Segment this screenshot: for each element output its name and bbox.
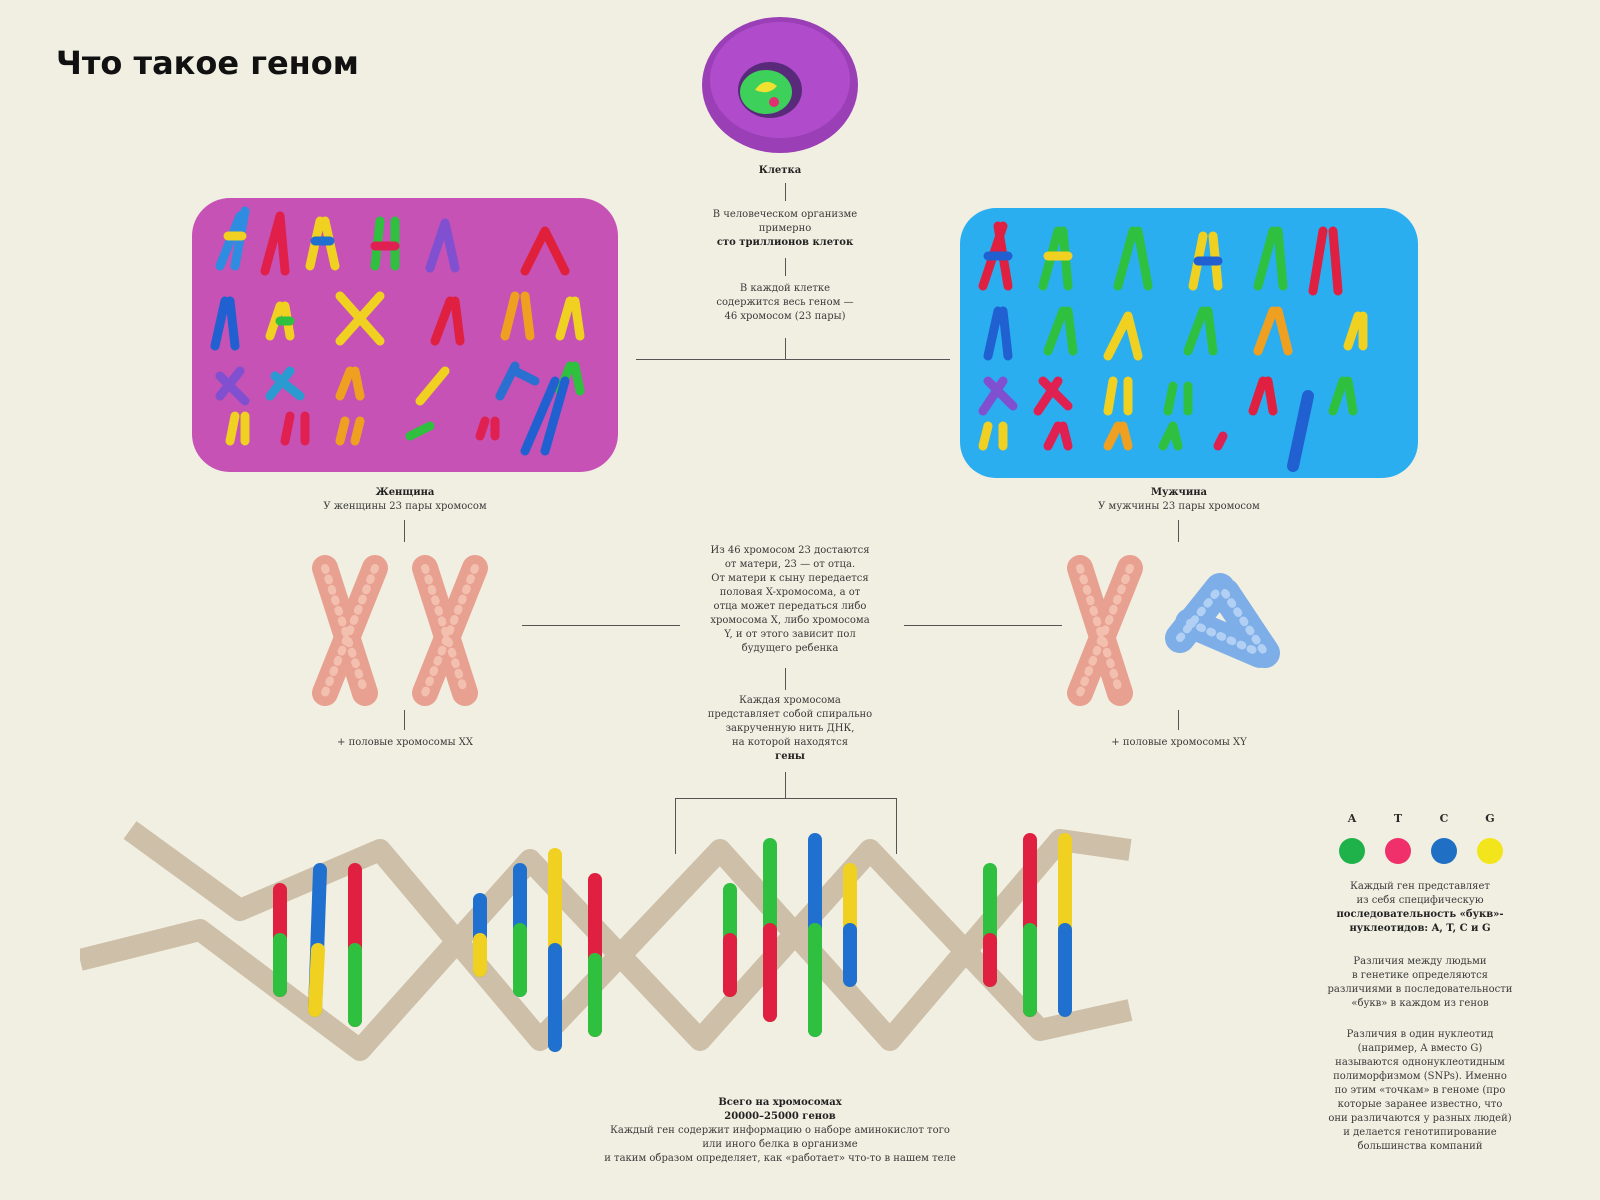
- inheritance-caption: Из 46 хромосом 23 достаются от матери, 2…: [710, 545, 870, 654]
- man-sex-chromosomes: + половые хромосомы XY: [1111, 737, 1247, 748]
- connector-line: [785, 668, 786, 690]
- legend-dot-g: [1477, 838, 1503, 864]
- legend-differences-caption: Различия между людьми в генетике определ…: [1327, 956, 1513, 1009]
- cell-illustration: [702, 17, 858, 153]
- page-title: Что такое геном: [56, 44, 359, 82]
- genes-total-caption: Всего на хромосомах 20000–25000 генов Ка…: [604, 1097, 956, 1164]
- legend-dot-t: [1385, 838, 1411, 864]
- cell-label: Клетка: [758, 165, 802, 176]
- chromosome-caption: Каждая хромосома представляет собой спир…: [707, 695, 873, 762]
- legend-nucleotides-caption: Каждый ген представляет из себя специфич…: [1336, 881, 1504, 934]
- legend-letter-c: C: [1439, 812, 1449, 825]
- woman-caption: Женщина У женщины 23 пары хромосом: [323, 487, 487, 512]
- cell-count-caption: В человеческом организме примерно сто тр…: [712, 209, 858, 248]
- cell-contains-caption: В каждой клетке содержится весь геном — …: [716, 283, 854, 322]
- legend-snp-caption: Различия в один нуклеотид (например, A в…: [1328, 1029, 1512, 1152]
- connector-line: [675, 798, 676, 854]
- man-karyotype-panel: [960, 208, 1418, 478]
- legend-dot-c: [1431, 838, 1457, 864]
- legend-letter-a: A: [1347, 812, 1357, 825]
- connector-line: [785, 258, 786, 276]
- connector-line: [636, 359, 950, 360]
- legend-letter-g: G: [1485, 812, 1495, 825]
- connector-line: [785, 772, 786, 798]
- dna-helix-illustration: [80, 821, 1133, 1061]
- man-caption: Мужчина У мужчины 23 пары хромосом: [1098, 487, 1260, 512]
- connector-line: [785, 183, 786, 201]
- woman-xx-chromosomes: [312, 555, 488, 706]
- connector-line: [1178, 710, 1179, 730]
- connector-line: [904, 625, 1062, 626]
- connector-line: [785, 338, 786, 360]
- connector-line: [522, 625, 680, 626]
- connector-line: [404, 710, 405, 730]
- man-xy-chromosomes: [1067, 555, 1280, 706]
- legend-dot-a: [1339, 838, 1365, 864]
- connector-line: [896, 798, 897, 854]
- legend-letter-t: T: [1393, 812, 1403, 825]
- connector-line: [675, 798, 897, 799]
- connector-line: [1178, 520, 1179, 542]
- connector-line: [404, 520, 405, 542]
- woman-sex-chromosomes: + половые хромосомы XX: [337, 737, 473, 748]
- woman-karyotype-panel: [192, 198, 618, 472]
